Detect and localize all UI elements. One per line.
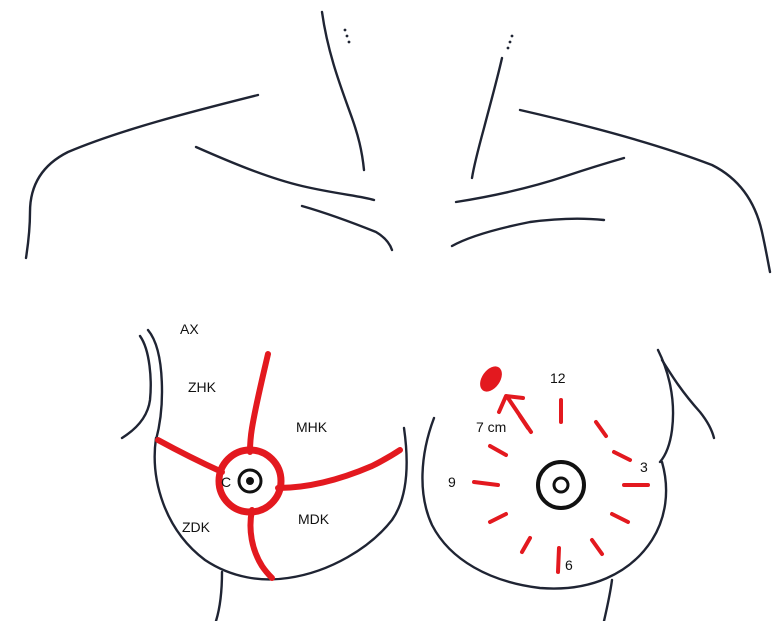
tick-9 bbox=[474, 482, 498, 485]
torso-outline bbox=[26, 12, 770, 621]
clock-label-12: 12 bbox=[550, 370, 566, 386]
tick-2 bbox=[614, 452, 630, 460]
clock-face-markings bbox=[474, 362, 648, 572]
right-axilla-line bbox=[658, 350, 673, 462]
quadrant-line-outer bbox=[158, 440, 222, 472]
left-torso-side-line bbox=[216, 572, 222, 621]
left-clavicle-shadow bbox=[302, 206, 392, 250]
left-clavicle-line bbox=[196, 147, 374, 200]
neck-left-line bbox=[322, 12, 364, 170]
tick-6 bbox=[558, 548, 559, 572]
label-lower-inner-quadrant: MDK bbox=[298, 511, 330, 527]
tick-5 bbox=[592, 540, 602, 554]
label-lower-outer-quadrant: ZDK bbox=[182, 519, 211, 535]
clock-label-6: 6 bbox=[565, 557, 573, 573]
label-axilla: AX bbox=[180, 321, 199, 337]
areola-right bbox=[538, 462, 584, 508]
neck-right-line bbox=[472, 58, 502, 178]
tick-7 bbox=[522, 538, 530, 552]
tick-8 bbox=[490, 514, 506, 522]
clock-label-3: 3 bbox=[640, 459, 648, 475]
tick-10 bbox=[490, 446, 506, 455]
left-axilla-line bbox=[122, 336, 151, 438]
right-clavicle-shadow bbox=[452, 219, 604, 246]
tick-4 bbox=[612, 514, 628, 522]
right-arm-line bbox=[662, 360, 714, 438]
label-upper-inner-quadrant: MHK bbox=[296, 419, 328, 435]
tick-1 bbox=[596, 422, 606, 436]
nipple-left bbox=[246, 477, 254, 485]
label-upper-outer-quadrant: ZHK bbox=[188, 379, 217, 395]
left-shoulder-line bbox=[26, 95, 258, 258]
left-breast-outline bbox=[155, 428, 407, 579]
right-torso-side-line bbox=[604, 580, 612, 621]
clock-labels: 12 3 6 9 7 cm bbox=[448, 370, 648, 573]
quadrant-line-lower bbox=[250, 510, 272, 578]
clock-label-9: 9 bbox=[448, 474, 456, 490]
quadrant-line-inner bbox=[278, 450, 400, 488]
distance-label: 7 cm bbox=[476, 419, 506, 435]
right-clavicle-line bbox=[456, 158, 624, 202]
label-center: C bbox=[221, 474, 231, 490]
quadrant-line-upper bbox=[250, 354, 268, 452]
lesion-marker bbox=[476, 362, 507, 395]
nipple-right bbox=[554, 478, 568, 492]
right-shoulder-line bbox=[520, 110, 770, 272]
